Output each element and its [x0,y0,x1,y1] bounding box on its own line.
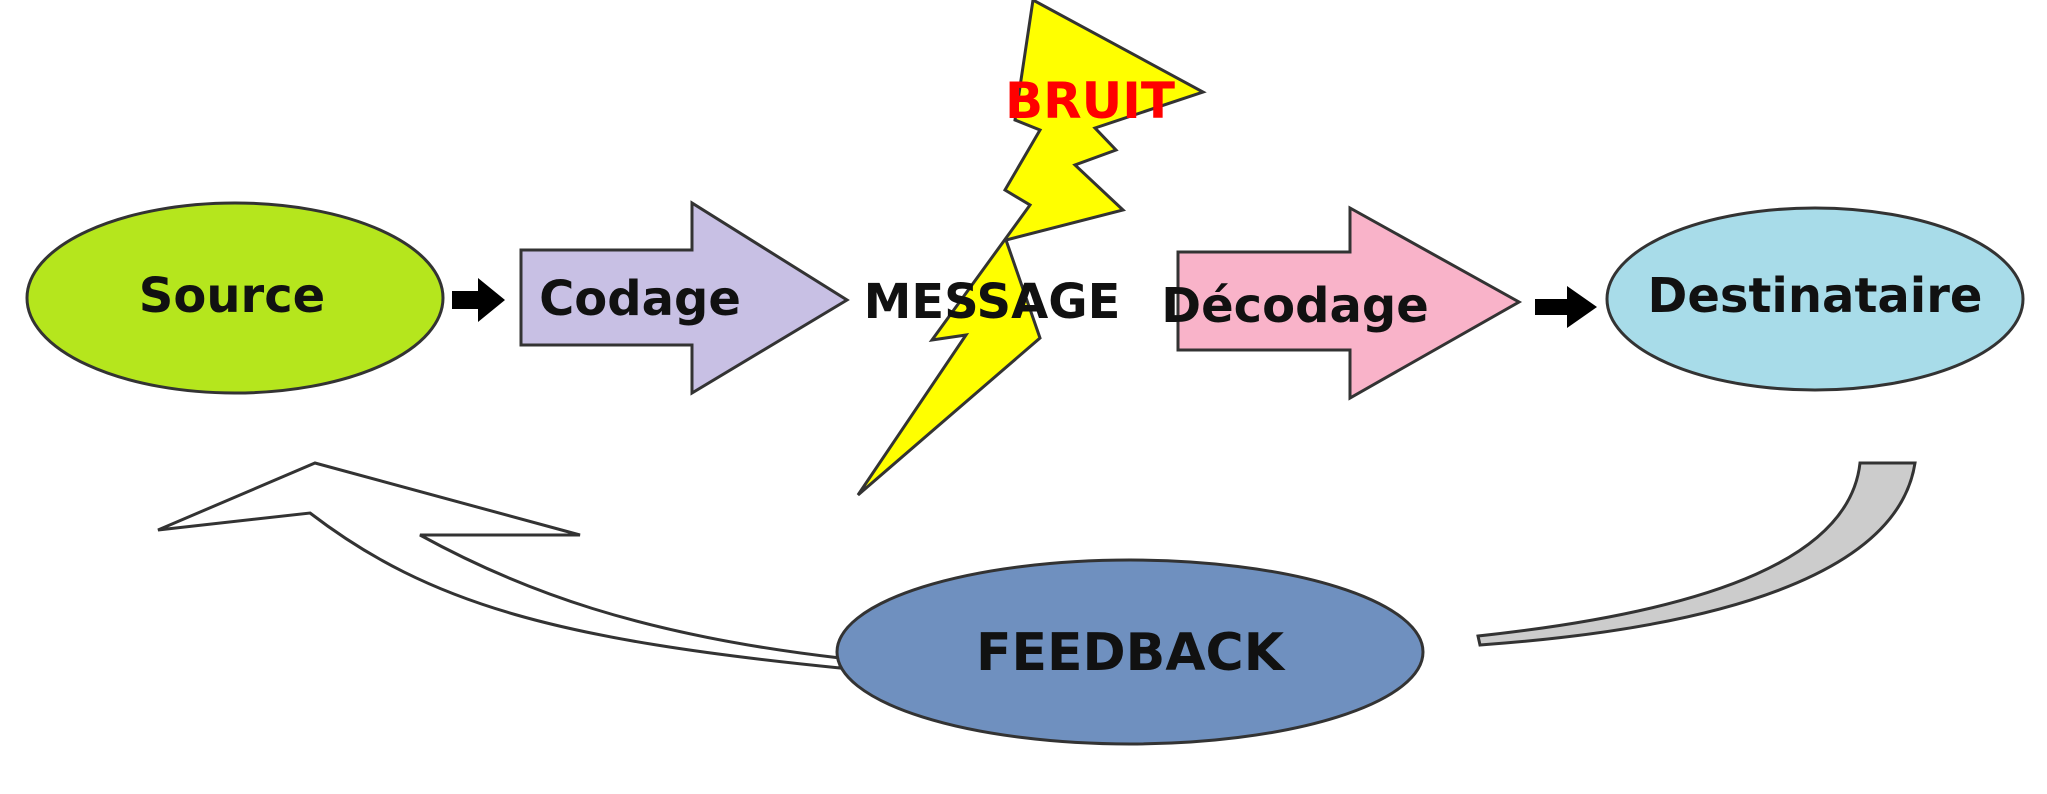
small-arrow-decodage-destinataire [1535,286,1597,328]
codage-label: Codage [539,271,741,327]
source-node: Source [25,201,445,395]
feedback-curve-to-source [157,461,842,670]
return-curve-to-feedback [1476,461,1917,647]
feedback-label: FEEDBACK [976,623,1286,683]
feedback-node: FEEDBACK [835,558,1425,746]
decodage-label: Décodage [1161,278,1429,334]
source-label: Source [139,268,325,324]
message-label: MESSAGE [864,274,1121,330]
destinataire-node: Destinataire [1605,206,2025,392]
small-arrow-source-codage [452,278,505,322]
decodage-node: Décodage [1161,205,1523,401]
bruit-lightning: BRUIT [856,0,1207,497]
bruit-label: BRUIT [1005,72,1175,130]
codage-node: Codage [519,200,850,396]
destinataire-label: Destinataire [1648,268,1983,324]
